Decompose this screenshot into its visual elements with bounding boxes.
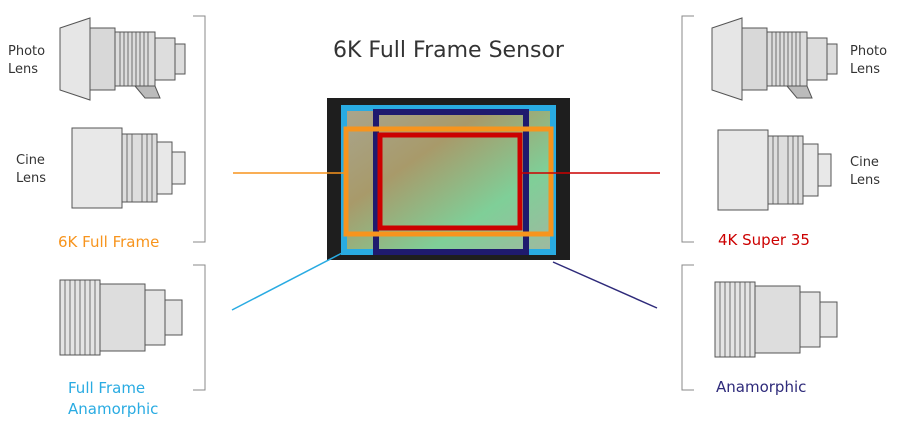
label-line: Cine bbox=[16, 153, 45, 168]
label-line: Full Frame bbox=[68, 379, 146, 397]
anamorphic-area bbox=[373, 109, 529, 255]
anamorphic-lens-icon bbox=[714, 281, 838, 358]
brackets bbox=[193, 15, 694, 391]
diagram-title: 6K Full Frame Sensor bbox=[333, 38, 564, 63]
label-line: Lens bbox=[8, 62, 39, 77]
full-frame-label: 6K Full Frame bbox=[58, 233, 160, 251]
super35-label: 4K Super 35 bbox=[718, 231, 810, 249]
anamorphic-label: Anamorphic bbox=[716, 378, 807, 396]
label-line: Lens bbox=[850, 173, 881, 188]
label-line: Anamorphic bbox=[68, 400, 159, 418]
full-frame-area bbox=[343, 126, 554, 237]
cine-lens-icon bbox=[71, 127, 186, 209]
cine-lens-icon bbox=[717, 129, 832, 211]
ff-anamorphic-connector bbox=[231, 251, 345, 311]
label-line: Lens bbox=[850, 62, 881, 77]
anamorphic-lens-icon bbox=[59, 279, 183, 356]
super35-area bbox=[377, 132, 523, 231]
label-line: Photo bbox=[8, 44, 46, 59]
label-line: Photo bbox=[850, 44, 888, 59]
label-line: Cine bbox=[850, 155, 879, 170]
anamorphic-connector bbox=[552, 261, 658, 309]
label-line: Lens bbox=[16, 171, 47, 186]
